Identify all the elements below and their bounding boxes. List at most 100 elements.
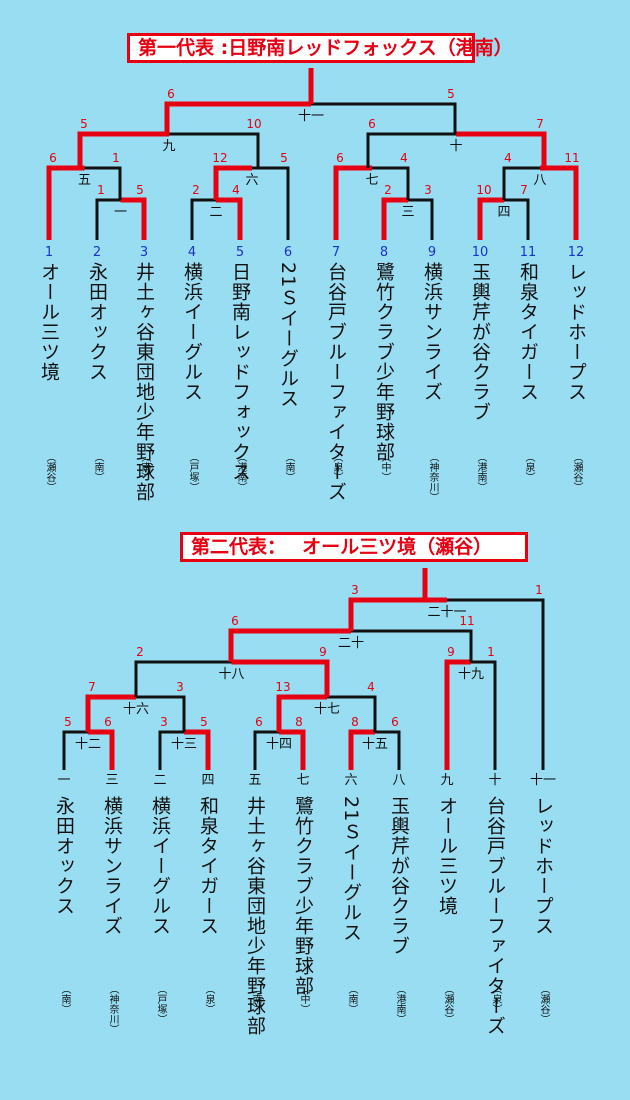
team-area: （南） [59,984,70,1014]
seed-number: 3 [140,245,148,260]
match-number-label: 五 [78,173,91,188]
team-name: 横浜イーグルス [181,262,203,402]
winner-line [120,197,147,240]
team-area: （南） [283,452,294,482]
match-number-label: 十六 [123,702,149,717]
score-label: 2 [384,183,392,197]
seed-number: 10 [472,245,489,260]
score-label: 6 [391,715,399,729]
team-name: 台谷戸ブルーファイターズ [325,262,347,502]
team-area: （泉） [203,984,214,1014]
team-area: （中） [298,984,309,1014]
score-label: 6 [255,715,263,729]
match-number-label: 六 [245,173,258,188]
match-number-label: 十八 [218,667,244,682]
match-number-label: 十七 [314,702,340,717]
team-area: （瀬谷） [538,984,549,1024]
team-area: （港南） [235,452,246,492]
match-slot-label: 十 [488,773,501,788]
winner-line [279,729,306,770]
match-slot-label: 一 [57,773,70,788]
winner-line [85,694,136,732]
match-slot-label: 八 [392,773,405,788]
team-name: 永田オックス [53,796,75,916]
score-label: 10 [246,117,261,131]
team-name: 台谷戸ブルーファイターズ [484,796,506,1036]
score-label: 6 [336,151,344,165]
team-area: （瀬谷） [442,984,453,1024]
match-slot-label: 六 [344,773,357,788]
score-label: 10 [476,183,491,197]
team-area: （戸塚） [155,984,166,1024]
winner-line [540,165,579,240]
seed-number: 5 [236,245,244,260]
score-label: 5 [64,715,72,729]
seed-number: 2 [93,245,101,260]
match-slot-label: 九 [440,773,453,788]
team-name: オール三ツ境 [38,262,60,382]
match-number-label: 一 [114,205,127,220]
team-area: （瀬谷） [571,452,582,492]
winner-line [46,165,85,240]
winner-line [216,197,243,240]
team-area: （南） [139,452,150,482]
winner-line [164,101,311,134]
match-slot-label: 五 [248,773,261,788]
match-number-label: 四 [497,205,510,220]
first-representative-banner: 第一代表 :日野南レッドフォックス（港南） [127,33,513,63]
team-area: （南） [92,452,103,482]
match-number-label: 十 [449,139,462,154]
team-area: （泉） [490,984,501,1014]
match-number-label: 十五 [362,737,388,752]
team-area: （神奈川） [427,452,438,502]
seed-number: 7 [332,245,340,260]
score-label: 1 [487,645,495,659]
team-name: 21Ｓイーグルス [277,262,299,409]
match-number-label: 七 [365,173,378,188]
match-number-label: 三 [401,205,414,220]
score-label: 3 [424,183,432,197]
team-name: 日野南レッドフォックス [229,262,251,482]
score-label: 9 [319,645,327,659]
match-number-label: 十四 [266,737,292,752]
team-name: レッドホープス [565,262,587,402]
seed-number: 4 [188,245,196,260]
second-representative-banner: 第二代表： オール三ツ境（瀬谷） [180,532,528,562]
team-name: 横浜サンライズ [101,796,123,936]
seed-number: 1 [45,245,53,260]
team-name: レッドホープス [532,796,554,936]
team-area: （戸塚） [187,452,198,492]
score-label: 3 [176,680,184,694]
score-label: 13 [275,680,290,694]
score-label: 12 [212,151,227,165]
score-label: 9 [447,645,455,659]
team-area: （港南） [475,452,486,492]
score-label: 6 [167,87,175,101]
score-label: 8 [295,715,303,729]
score-label: 4 [504,151,512,165]
match-slot-label: 十一 [530,773,556,788]
winner-line [231,659,330,697]
team-name: 鷺竹クラブ少年野球部 [292,796,314,996]
winner-line [348,597,447,631]
match-number-label: 十二 [75,737,101,752]
score-label: 1 [97,183,105,197]
match-slot-label: 二 [153,773,166,788]
match-slot-label: 四 [201,773,214,788]
team-name: 永田オックス [86,262,108,382]
team-area: （神奈川） [107,984,118,1034]
match-slot-label: 七 [296,773,309,788]
match-number-label: 十一 [298,109,324,124]
score-label: 1 [112,151,120,165]
winner-line [477,197,504,240]
score-label: 6 [368,117,376,131]
score-label: 5 [280,151,288,165]
score-label: 5 [136,183,144,197]
winner-line [444,659,471,770]
winner-line [348,729,375,770]
winner-line [333,165,372,240]
team-area: （泉） [331,452,342,482]
score-label: 4 [400,151,408,165]
score-label: 3 [160,715,168,729]
